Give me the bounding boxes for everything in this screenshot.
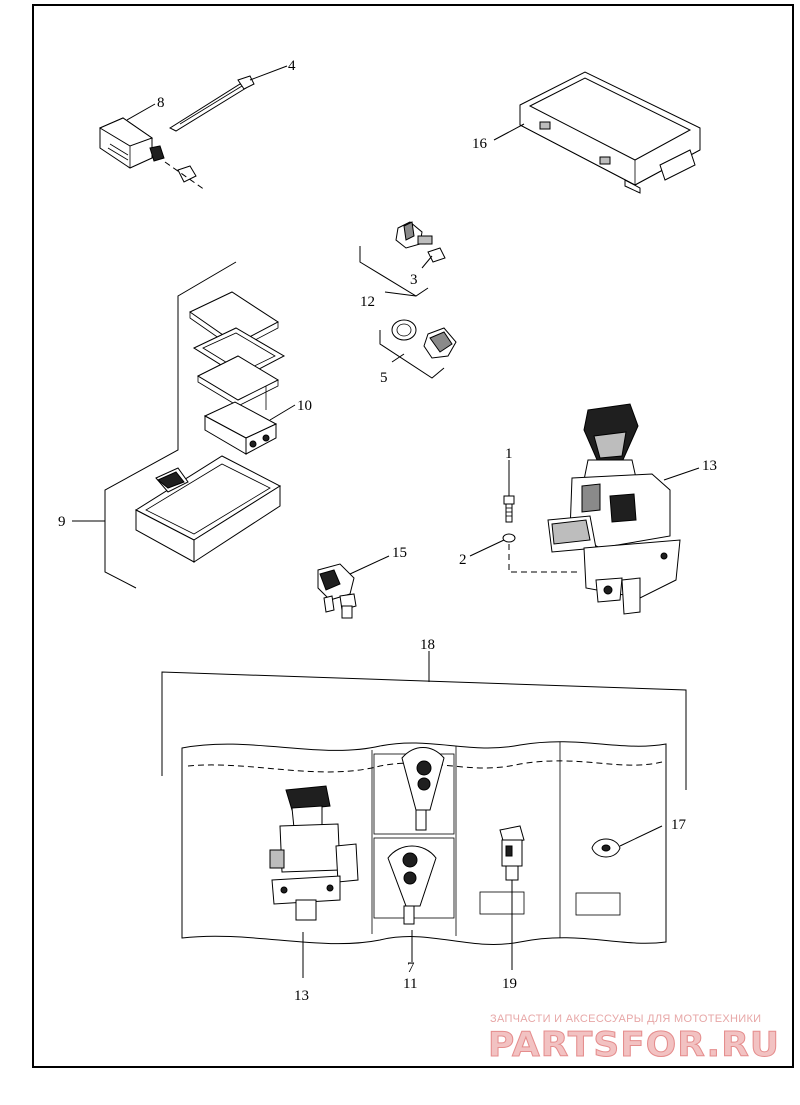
label-15: 15 xyxy=(392,545,407,561)
part-18-kit-bracket xyxy=(161,651,687,790)
part-7-key-fob-upper xyxy=(401,747,445,831)
label-13-upper: 13 xyxy=(702,458,717,474)
label-18: 18 xyxy=(420,637,435,653)
part-2-washer xyxy=(469,533,578,573)
label-7: 7 xyxy=(407,960,415,976)
label-16: 16 xyxy=(472,136,488,152)
label-3: 3 xyxy=(410,272,418,288)
label-19: 19 xyxy=(502,976,517,992)
part-5-pressure-switch xyxy=(379,319,457,379)
label-12: 12 xyxy=(360,294,375,310)
part-4-cable-tie xyxy=(168,65,288,132)
label-2: 2 xyxy=(459,552,467,568)
part-9-battery-group xyxy=(72,261,286,589)
part-19-lock-cylinder xyxy=(499,825,525,970)
part-16-ecu-module xyxy=(493,71,701,194)
label-13-lower: 13 xyxy=(294,988,309,1004)
label-1: 1 xyxy=(505,446,513,462)
diagram-frame xyxy=(32,4,794,1068)
part-1-bolt xyxy=(503,460,515,523)
part-12-sensor xyxy=(359,221,446,297)
watermark-brand: PARTSFOR.RU xyxy=(488,1025,780,1065)
part-11-key-fob-lower xyxy=(387,845,437,962)
part-8-relay xyxy=(98,103,206,191)
label-11: 11 xyxy=(403,976,417,992)
watermark-subtitle: ЗАПЧАСТИ И АКСЕССУАРЫ ДЛЯ МОТОТЕХНИКИ xyxy=(490,1013,761,1025)
part-9-battery-tray xyxy=(134,455,282,563)
label-5: 5 xyxy=(380,370,388,386)
part-10-battery xyxy=(203,401,296,455)
label-17: 17 xyxy=(671,817,687,833)
label-4: 4 xyxy=(288,58,296,74)
label-8: 8 xyxy=(157,95,165,111)
part-15-sensor xyxy=(317,555,390,619)
part-13-kit-ignition-switch xyxy=(269,785,359,978)
label-10: 10 xyxy=(297,398,312,414)
part-17-plate xyxy=(591,825,663,858)
watermark: ЗАПЧАСТИ И АКСЕССУАРЫ ДЛЯ МОТОТЕХНИКИ PA… xyxy=(488,1013,780,1066)
label-9: 9 xyxy=(58,514,66,530)
part-13-ignition-switch xyxy=(547,403,700,615)
